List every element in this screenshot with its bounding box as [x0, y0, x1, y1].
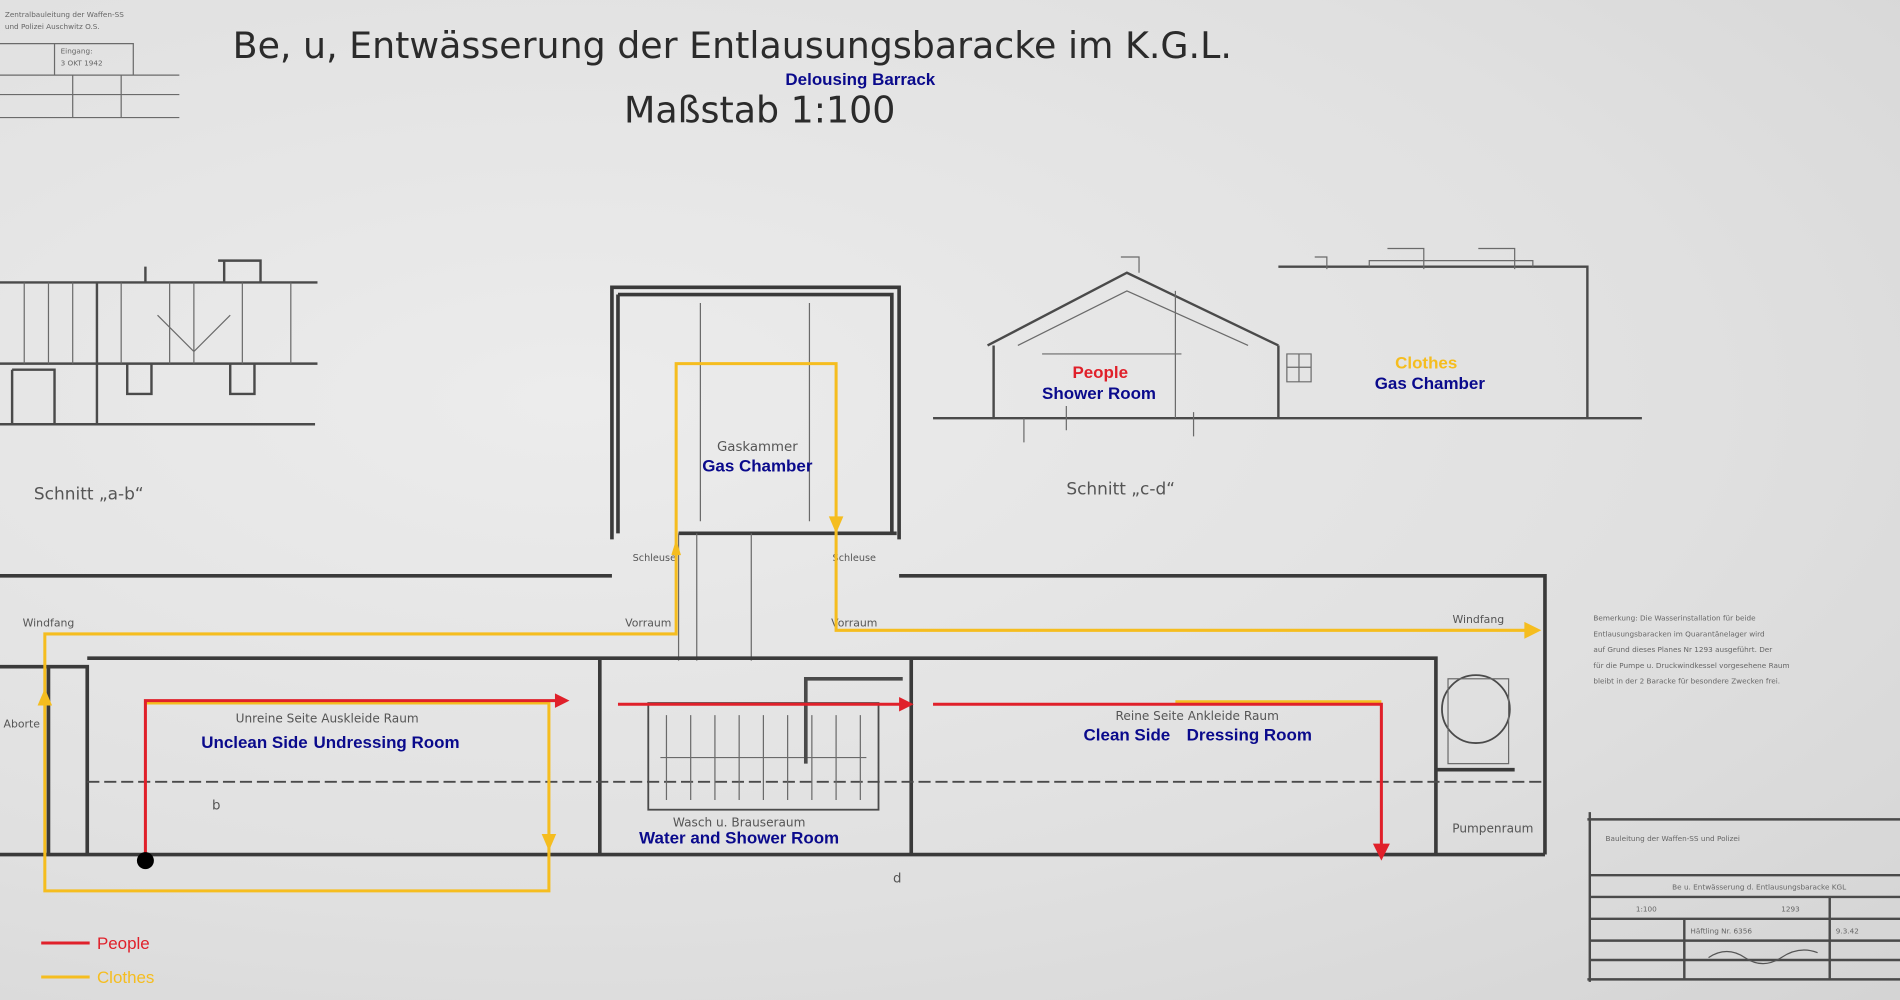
windfang-left-label: Windfang	[23, 617, 75, 630]
title-block-date: 9.3.42	[1836, 926, 1859, 935]
title-block-scale: 1:100	[1636, 905, 1657, 914]
section-c-d: Schnitt „c-d“ People Shower Room Clothes…	[933, 247, 1642, 499]
clothes-arrow-up-schleuse	[671, 539, 681, 556]
wash-room-german-label: Wasch u. Brauseraum	[673, 816, 805, 830]
clean-side-german-label: Reine Seite Ankleide Raum	[1116, 709, 1279, 723]
gaskammer-label: Gaskammer	[717, 440, 798, 455]
gas-chamber-plan: Gaskammer Gas Chamber Schleuse Schleuse	[610, 285, 901, 661]
section-people-label: People	[1072, 363, 1128, 382]
clothes-route	[37, 362, 1542, 893]
section-mark-d: d	[893, 871, 901, 886]
dressing-room-label: Dressing Room	[1187, 726, 1312, 745]
section-ab-label: Schnitt „a-b“	[34, 483, 144, 503]
signature	[1708, 949, 1818, 965]
clothes-arrow-up	[37, 688, 53, 706]
drawing-title: Be, u, Entwässerung der Entlausungsbarac…	[233, 24, 1232, 67]
section-clothes-label: Clothes	[1395, 353, 1457, 372]
unclean-side-german-label: Unreine Seite Auskleide Raum	[236, 711, 419, 725]
barrack-plan: Vorraum Vorraum Windfang Windfang Aborte…	[0, 573, 1547, 886]
stamp-line2: und Polizei Auschwitz O.S.	[5, 22, 100, 31]
remark-note: Bemerkung: Die Wasserinstallation für be…	[1593, 614, 1789, 686]
people-arrow-exit	[1372, 843, 1390, 861]
section-shower-room-label: Shower Room	[1042, 384, 1156, 403]
gas-chamber-translation: Gas Chamber	[702, 457, 813, 476]
section-mark-b: b	[212, 799, 220, 814]
stamp-line1: Zentralbauleitung der Waffen-SS	[5, 10, 124, 19]
title-translation: Delousing Barrack	[785, 70, 935, 89]
stamp-received-label: Eingang:	[61, 46, 93, 55]
legend-people-label: People	[97, 934, 150, 953]
water-shower-room-label: Water and Shower Room	[639, 829, 839, 848]
legend: People Clothes	[41, 934, 154, 987]
title-block-drawn-by: Häftling Nr. 6356	[1690, 926, 1752, 935]
received-stamp: Zentralbauleitung der Waffen-SS und Poli…	[0, 10, 180, 119]
section-gas-chamber-label: Gas Chamber	[1375, 374, 1486, 393]
remark-line: für die Pumpe u. Druckwindkessel vorgese…	[1593, 661, 1789, 670]
clothes-arrow-down-schleuse	[828, 516, 844, 534]
schleuse-right-label: Schleuse	[833, 553, 876, 564]
remark-line: Bemerkung: Die Wasserinstallation für be…	[1593, 614, 1756, 623]
section-a-b: Schnitt „a-b“	[0, 259, 318, 503]
clean-side-label: Clean Side	[1084, 726, 1171, 745]
remark-line: Entlausungsbaracken im Quarantänelager w…	[1593, 629, 1764, 638]
aborte-label: Aborte	[4, 717, 41, 730]
people-arrow-1	[554, 693, 570, 708]
title-block-number: 1293	[1781, 905, 1800, 914]
schleuse-left-label: Schleuse	[633, 553, 676, 564]
stamp-received-date: 3 OKT 1942	[61, 58, 103, 67]
drawing-scale: Maßstab 1:100	[624, 88, 895, 131]
section-cd-label: Schnitt „c-d“	[1066, 479, 1175, 499]
unclean-side-label: Unclean Side	[201, 733, 307, 752]
vorraum-right-label: Vorraum	[831, 617, 877, 630]
remark-line: bleibt in der 2 Baracke für besondere Zw…	[1593, 677, 1780, 686]
title-block-drawing: Be u. Entwässerung d. Entlausungsbaracke…	[1672, 883, 1847, 892]
people-arrow-2	[899, 696, 914, 712]
windfang-right-label: Windfang	[1452, 613, 1504, 626]
people-route	[136, 693, 1390, 870]
start-point-marker	[136, 852, 154, 870]
remark-line: auf Grund dieses Planes Nr 1293 ausgefüh…	[1593, 645, 1772, 654]
vorraum-left-label: Vorraum	[625, 617, 671, 630]
clothes-arrow-exit	[1524, 621, 1542, 639]
clothes-arrow-down	[541, 833, 557, 851]
legend-clothes-label: Clothes	[97, 968, 154, 987]
title-block: Bauleitung der Waffen-SS und Polizei Be …	[1587, 812, 1900, 982]
title-block-office: Bauleitung der Waffen-SS und Polizei	[1606, 834, 1740, 843]
undressing-room-label: Undressing Room	[314, 733, 460, 752]
pumpenraum-label: Pumpenraum	[1452, 822, 1533, 836]
